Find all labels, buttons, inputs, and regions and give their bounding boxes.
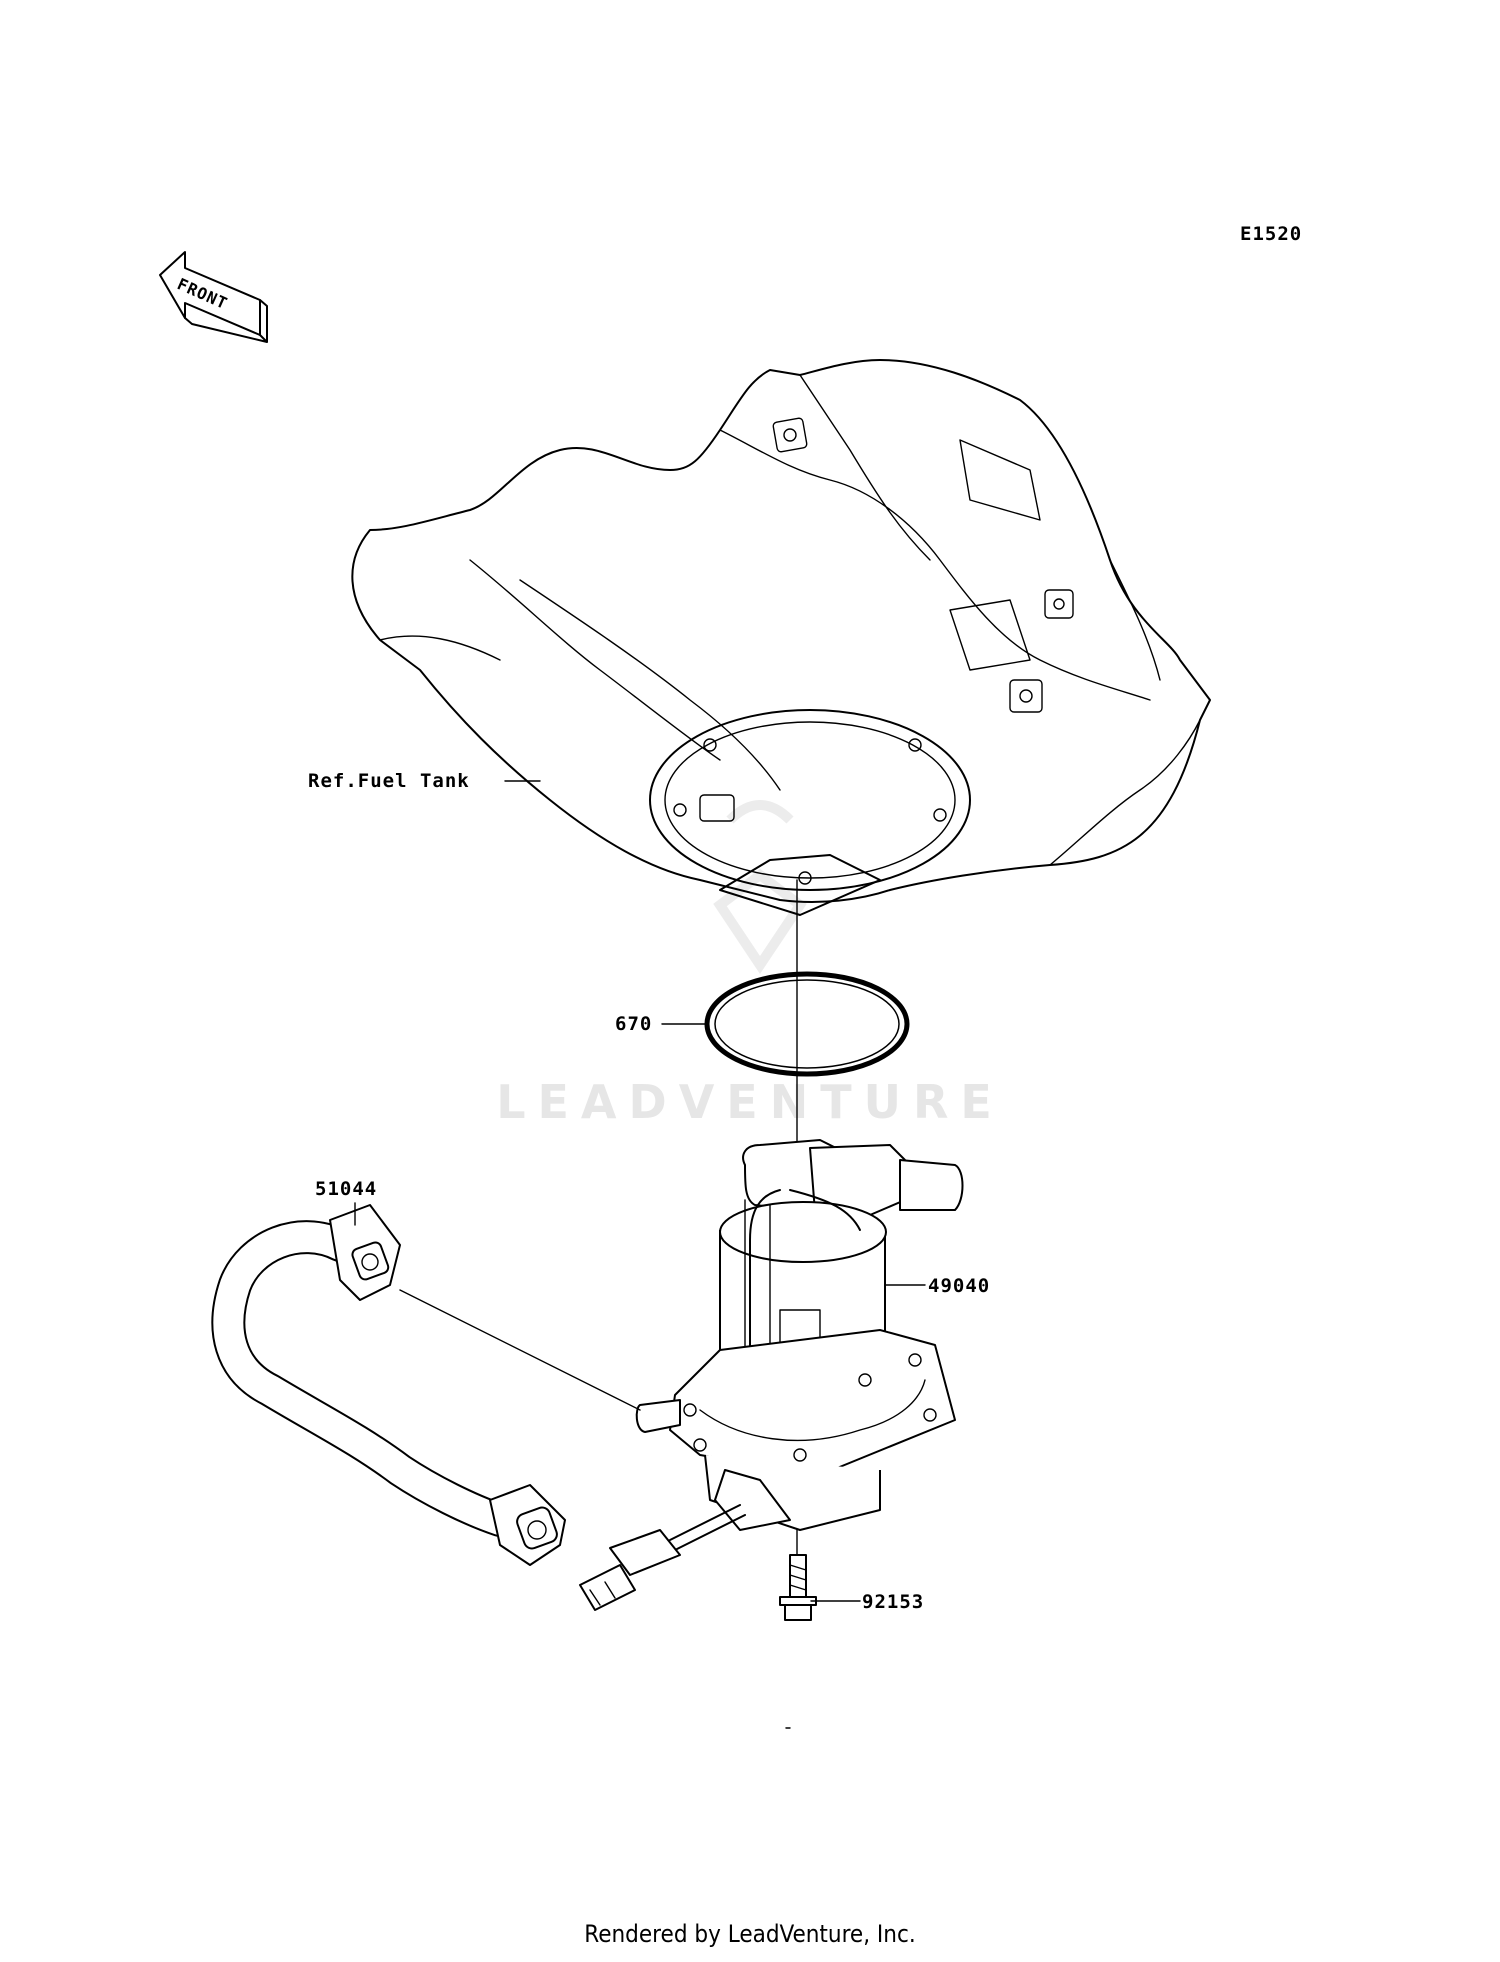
bolt-92153 — [779, 1554, 817, 1621]
callout-ref-fuel-tank: Ref.Fuel Tank — [308, 770, 470, 792]
fuel-pump-49040 — [579, 1139, 964, 1611]
fuel-tank-outline — [351, 359, 1211, 916]
front-arrow-icon: FRONT — [159, 251, 268, 343]
footer-credit: Rendered by LeadVenture, Inc. — [584, 1920, 916, 1948]
callout-49040: 49040 — [928, 1275, 990, 1297]
callout-670: 670 — [615, 1013, 652, 1035]
diagram-code: E1520 — [1240, 223, 1302, 245]
o-ring-670 — [704, 971, 910, 1077]
leader-hose-to-pump — [399, 1289, 641, 1411]
watermark-text: LEADVENTURE — [496, 1075, 1004, 1129]
leadventure-watermark: LEADVENTURE — [496, 800, 1004, 1129]
hose-51044 — [211, 1204, 566, 1566]
callout-92153: 92153 — [862, 1591, 924, 1613]
callout-51044: 51044 — [315, 1178, 377, 1200]
